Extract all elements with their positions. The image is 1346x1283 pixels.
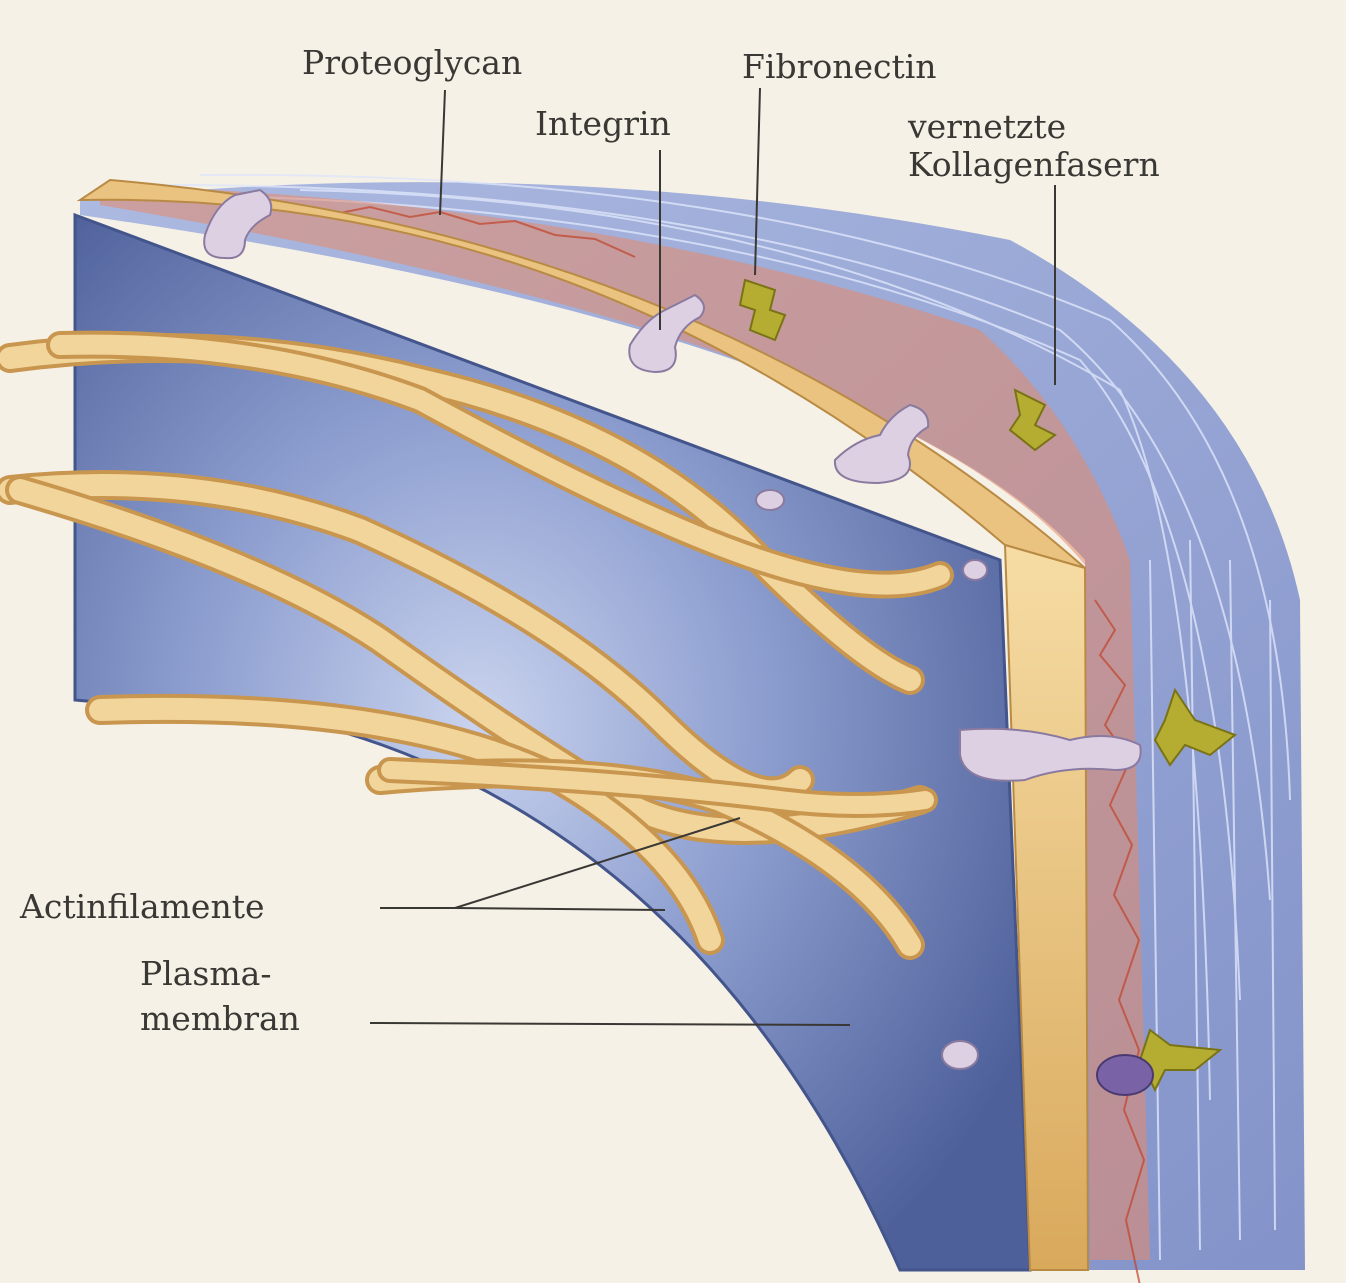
label-fibronectin: Fibronectin [742,47,937,86]
label-proteoglycan: Proteoglycan [302,43,522,82]
proteoglycan-core [1097,1055,1153,1095]
label-collagen-line2: Kollagenfasern [908,145,1160,184]
label-plasma-line1: Plasma- [140,954,271,993]
label-integrin: Integrin [535,104,671,143]
label-collagen-line1: vernetzte [907,107,1066,146]
integrin-protein [963,560,987,580]
label-plasma-line2: membran [140,999,300,1038]
label-actin: Actinfilamente [19,887,265,926]
integrin-protein [942,1041,978,1069]
integrin-protein [756,490,784,510]
